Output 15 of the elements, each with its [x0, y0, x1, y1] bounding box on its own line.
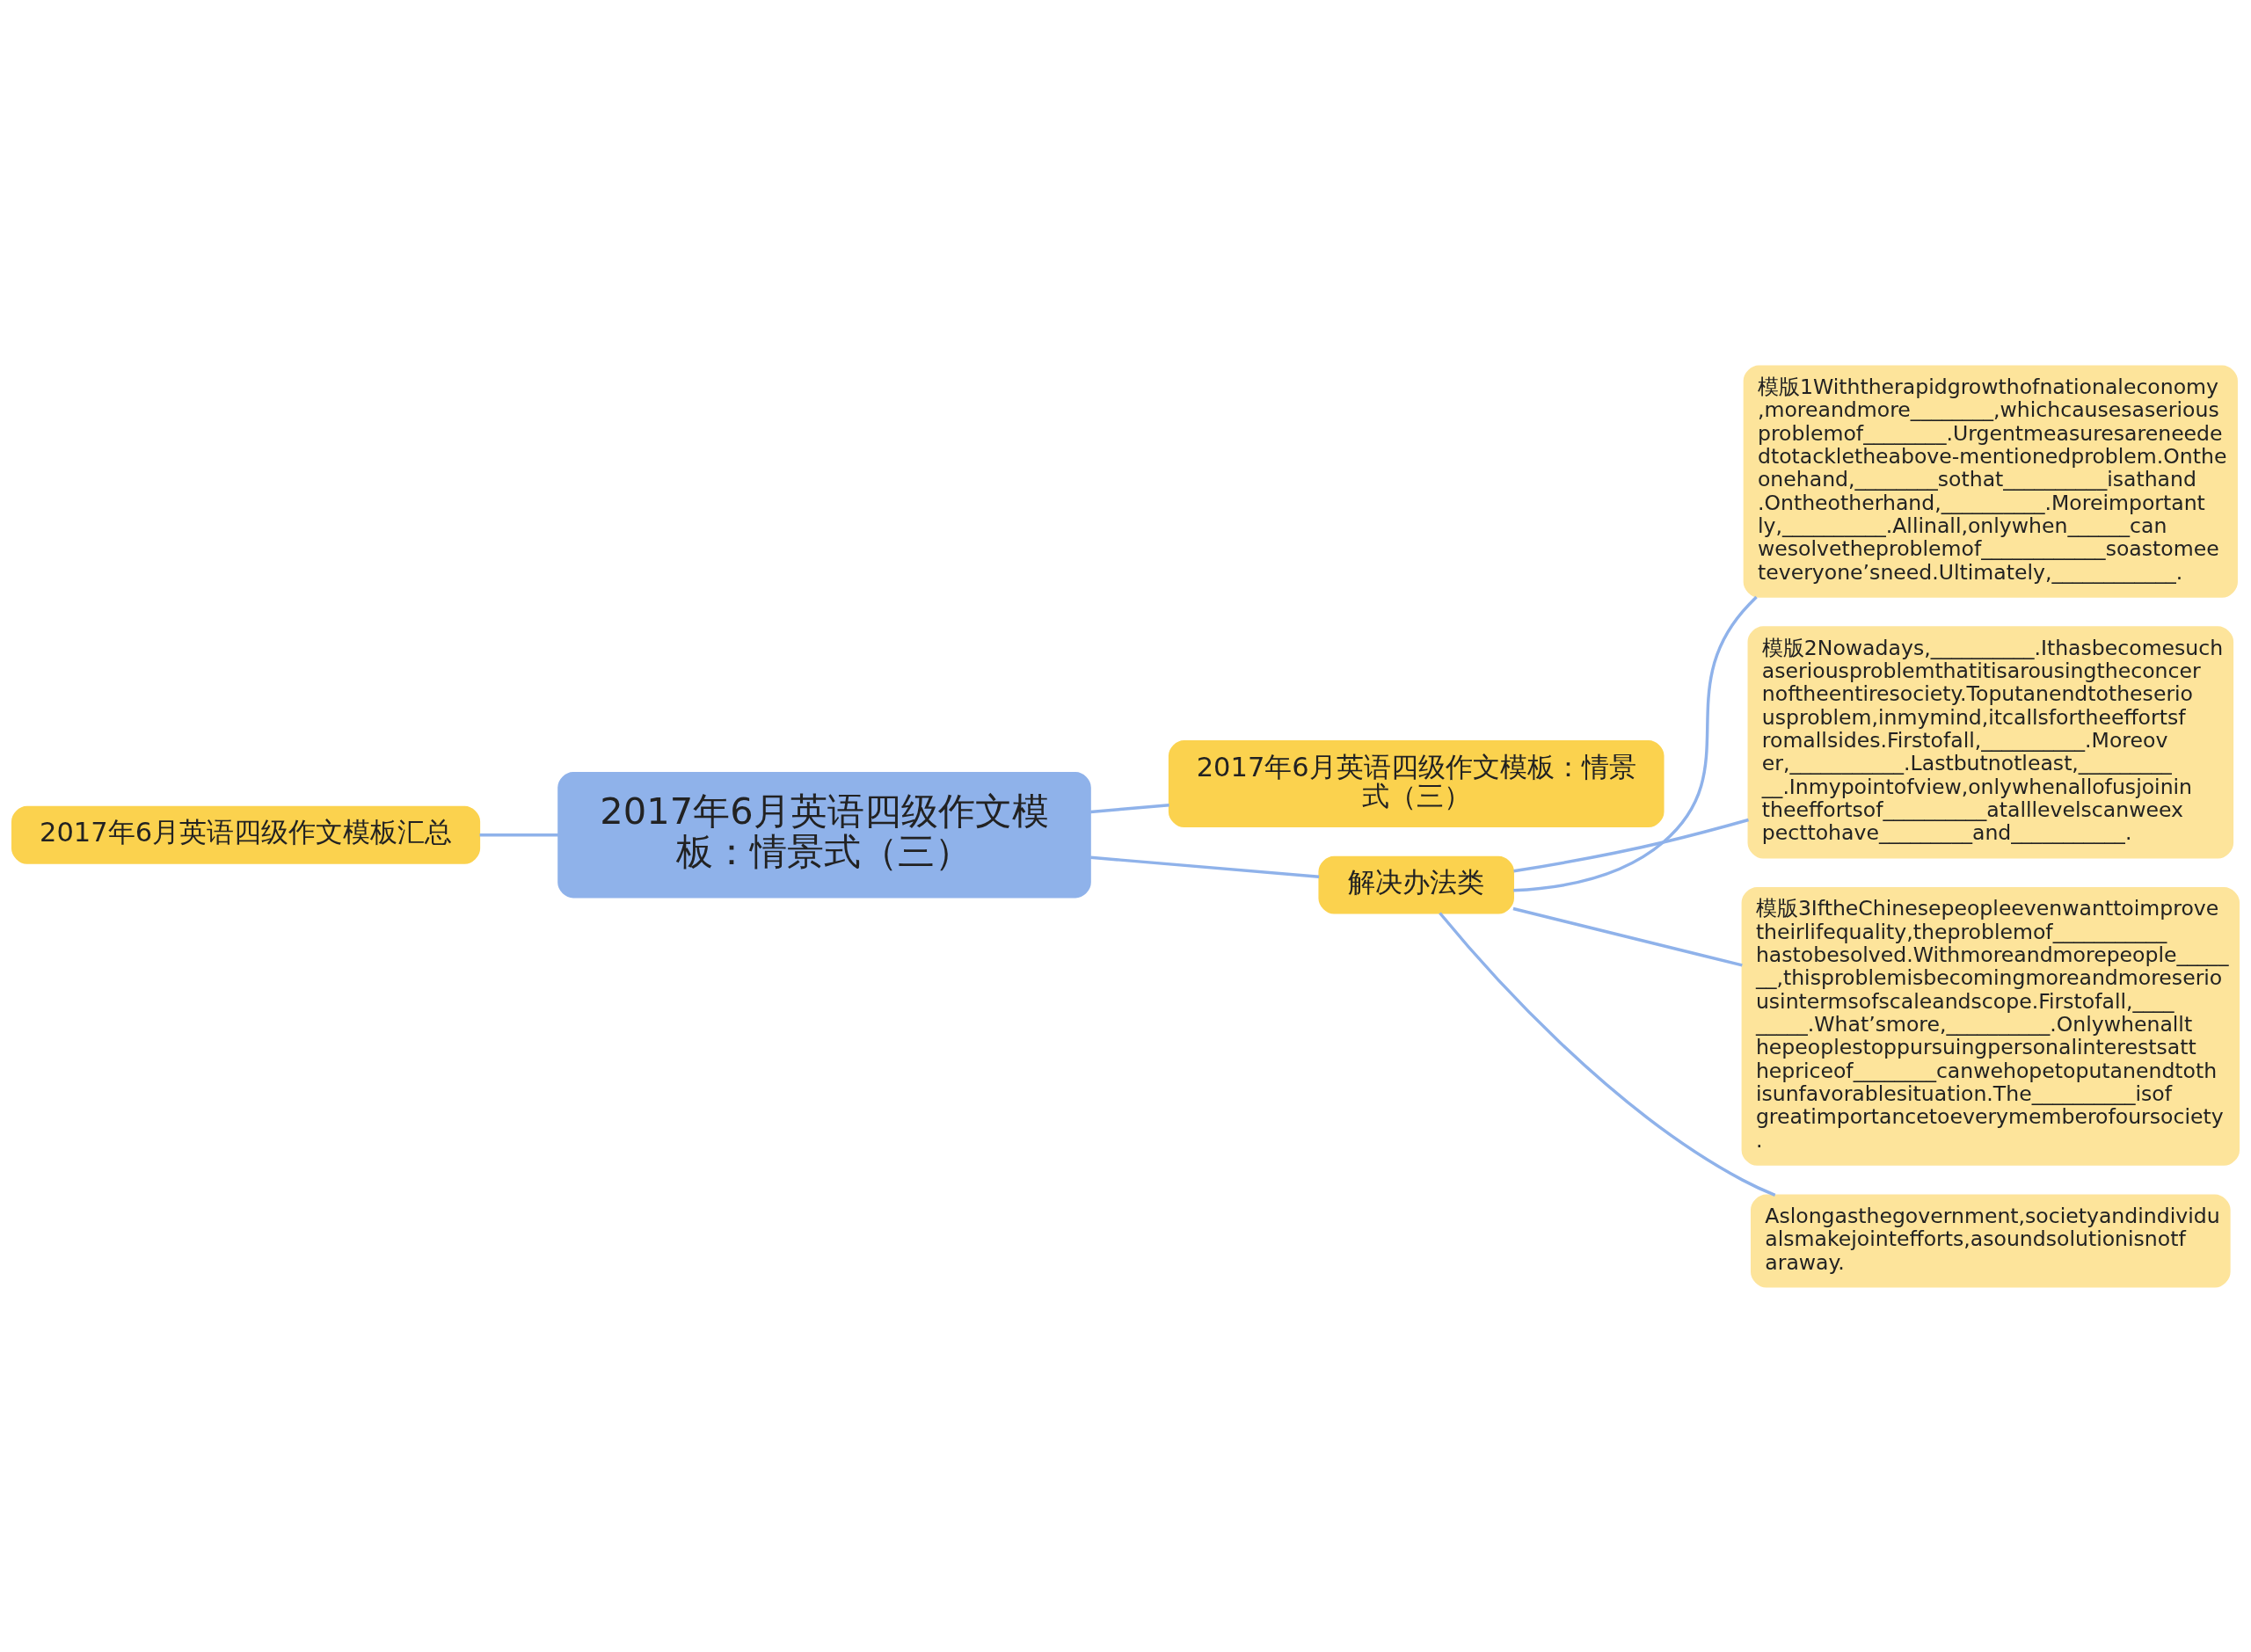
node-box: 2017年6月英语四级作文模板汇总	[11, 805, 481, 864]
node-box: 模版1Withtherapidgrowthofnationaleconomy,moreandmore________,whichcausesaseriousproblemof________.Urgentmeasuresareneededtotackletheabove-mentionedproblem.Ontheonehand,________sothat__________isathand.Ontheotherhand,__________.Moreimportantly,__________.Allinall,onlywhen______canwesolvetheproblemof____________soastomeeteveryone’sneed.Ultimately,____________.	[1743, 365, 2238, 598]
connector	[1090, 855, 1320, 878]
node-box: 2017年6月英语四级作文模板：情景式（三）	[1168, 739, 1665, 827]
connector	[479, 833, 559, 836]
connector	[1090, 803, 1169, 813]
connector	[1439, 911, 1776, 1197]
connector	[1512, 906, 1743, 967]
node-box: 模版2Nowadays,__________.Ithasbecomesuchaseriousproblemthatitisarousingtheconcernoftheentiresociety.Toputanendtotheseriousproblem,inmymind,itcallsfortheeffortsfromallsides.Firstofall,__________.Moreover,___________.Lastbutnotleast,___________.Inmypointofview,onlywhenallofusjoinintheeffortsof__________atalllevelscanweexpecttohave_________and___________.	[1747, 625, 2234, 858]
node-box: 解决办法类	[1318, 855, 1514, 913]
connector	[1513, 818, 1749, 873]
node-box: 模版3IftheChinesepeopleevenwanttoimprovetheirlifequality,theproblemof___________hastobesolved.Withmoreandmorepeople_______,thisproblemisbecomingmoreandmoreseriousintermsofscaleandscope.Firstofall,_________.What’smore,__________.Onlywhenallthepeoplestoppursuingpersonalinterestsatthepriceof________canwehopetoputanendtothisunfavorablesituation.The__________isofgreatimportancetoeverymemberofoursociety.	[1741, 886, 2240, 1166]
node-box: Aslongasthegovernment,societyandindividualsmakejointefforts,asoundsolutionisnotfaraway.	[1751, 1193, 2231, 1287]
connector	[1513, 595, 1758, 891]
node-box: 2017年6月英语四级作文模板：情景式（三）	[557, 771, 1091, 898]
